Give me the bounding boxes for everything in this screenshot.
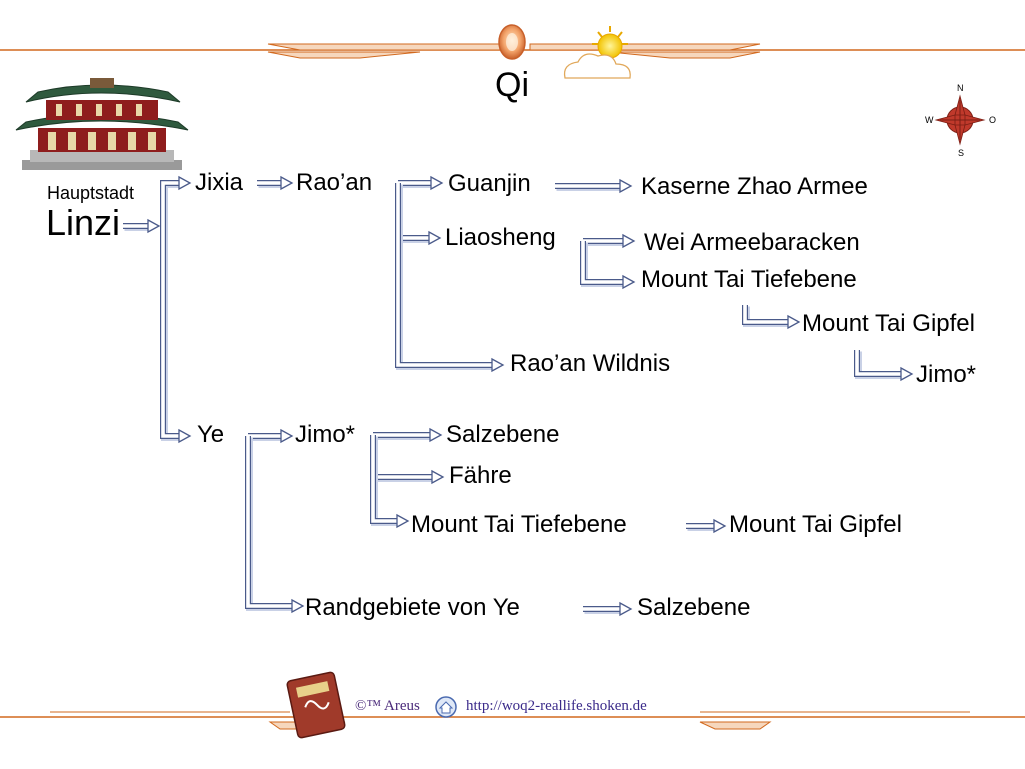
connector-randgebiete-salzebene-arrowhead [619,601,633,617]
node-jixia: Jixia [195,169,244,196]
connector-linzi-jixia [160,180,181,226]
compass-east-label: O [989,115,997,125]
footer-ornament [0,711,1025,730]
connector-group [123,175,914,617]
connector-raoan-wildnis-arrowhead [491,357,505,373]
connector-ye-randgebiete-shadow [246,437,296,611]
capital-name: Linzi [46,202,121,243]
header-ornament [0,43,1025,59]
connector-raoan-liaosheng-arrowhead [428,230,442,246]
footer-copyright: ©™ Areus [355,698,420,714]
compass-west-label: W [925,115,934,125]
connector-ye-randgebiete [245,436,294,609]
connector-raoan-wildnis [395,183,494,368]
node-salzebene-2: Salzebene [637,594,751,621]
home-icon [435,696,457,718]
node-jimo-1: Jimo* [916,361,977,388]
connector-liaosheng-tiefebene [580,241,625,285]
connector-ye-randgebiete-inner [246,436,294,608]
connector-liaosheng-tiefebene-inner [581,241,625,284]
connector-raoan-wildnis-inner [396,183,494,367]
node-liaosheng: Liaosheng [445,224,556,251]
sun-cloud-icon [563,26,631,79]
connector-tiefebene2-gipfel2-arrowhead [713,518,727,534]
connector-gipfel-jimo-inner [855,350,903,376]
node-ye: Ye [197,421,225,448]
connector-guanjin-kaserne-arrowhead [619,178,633,194]
node-mount-tai-tiefebene-2: Mount Tai Tiefebene [411,511,627,538]
book-icon [286,671,346,739]
node-jimo-2: Jimo* [295,421,356,448]
connector-ye-randgebiete-arrowhead [291,598,305,614]
connector-linzi-ye-shadow [161,227,183,441]
node-raoan-wildnis: Rao’an Wildnis [510,350,671,377]
capital-prefix: Hauptstadt [47,183,135,203]
node-wei-armeebaracken: Wei Armeebaracken [644,229,860,256]
node-mount-tai-gipfel-1: Mount Tai Gipfel [802,310,975,337]
connector-jimo-faehre [370,435,434,480]
oval-medallion-icon [498,24,526,60]
connector-jimo-faehre-inner [371,435,434,479]
connector-linzi-ye [160,226,181,439]
connector-linzi-ye-arrowhead [178,428,192,444]
connector-ye-jimo-arrowhead [280,428,294,444]
connector-tiefebene-gipfel [742,305,790,325]
connector-raoan-guanjin-arrowhead [430,175,444,191]
page-title: Qi [495,66,529,104]
connector-jimo-tiefebene-arrowhead [396,513,410,529]
connector-jimo-faehre-shadow [371,436,436,482]
node-kaserne-zhao-armee: Kaserne Zhao Armee [641,173,868,200]
connector-tiefebene-gipfel-arrowhead [787,314,801,330]
compass-north-label: N [957,83,964,93]
node-randgebiete-von-ye: Randgebiete von Ye [305,594,520,621]
connector-jimo-tiefebene-inner [371,435,399,523]
connector-gipfel-jimo [854,350,903,377]
connector-tiefebene-gipfel-inner [743,305,790,324]
node-raoan: Rao’an [296,169,373,196]
connector-linzi-ye-inner [161,226,181,438]
node-faehre: Fähre [449,462,512,489]
node-mount-tai-tiefebene-1: Mount Tai Tiefebene [641,266,857,293]
connector-jimo-salzebene-arrowhead [429,427,443,443]
connector-jixia-raoan-arrowhead [280,175,294,191]
compass-south-label: S [958,148,965,158]
connector-linzi-jixia-inner [161,181,181,226]
pagoda-image [15,78,189,170]
connector-liaosheng-tiefebene-arrowhead [622,274,636,290]
connector-jimo-faehre-arrowhead [431,469,445,485]
connector-linzi-jixia-shadow [161,181,183,228]
footer-url-link[interactable]: http://woq2-reallife.shoken.de [466,698,647,714]
connector-liaosheng-wei-arrowhead [622,233,636,249]
connector-raoan-liaosheng-shadow [396,184,433,243]
node-guanjin: Guanjin [448,170,531,197]
node-mount-tai-gipfel-2: Mount Tai Gipfel [729,511,902,538]
connector-liaosheng-tiefebene-shadow [581,242,627,287]
compass-rose-icon [934,94,986,146]
connector-linzi-jixia-arrowhead [178,175,192,191]
connector-raoan-wildnis-shadow [396,184,496,370]
connector-gipfel-jimo-arrowhead [900,366,914,382]
node-salzebene-1: Salzebene [446,421,560,448]
connector-linzi-stub-arrowhead [147,218,161,234]
